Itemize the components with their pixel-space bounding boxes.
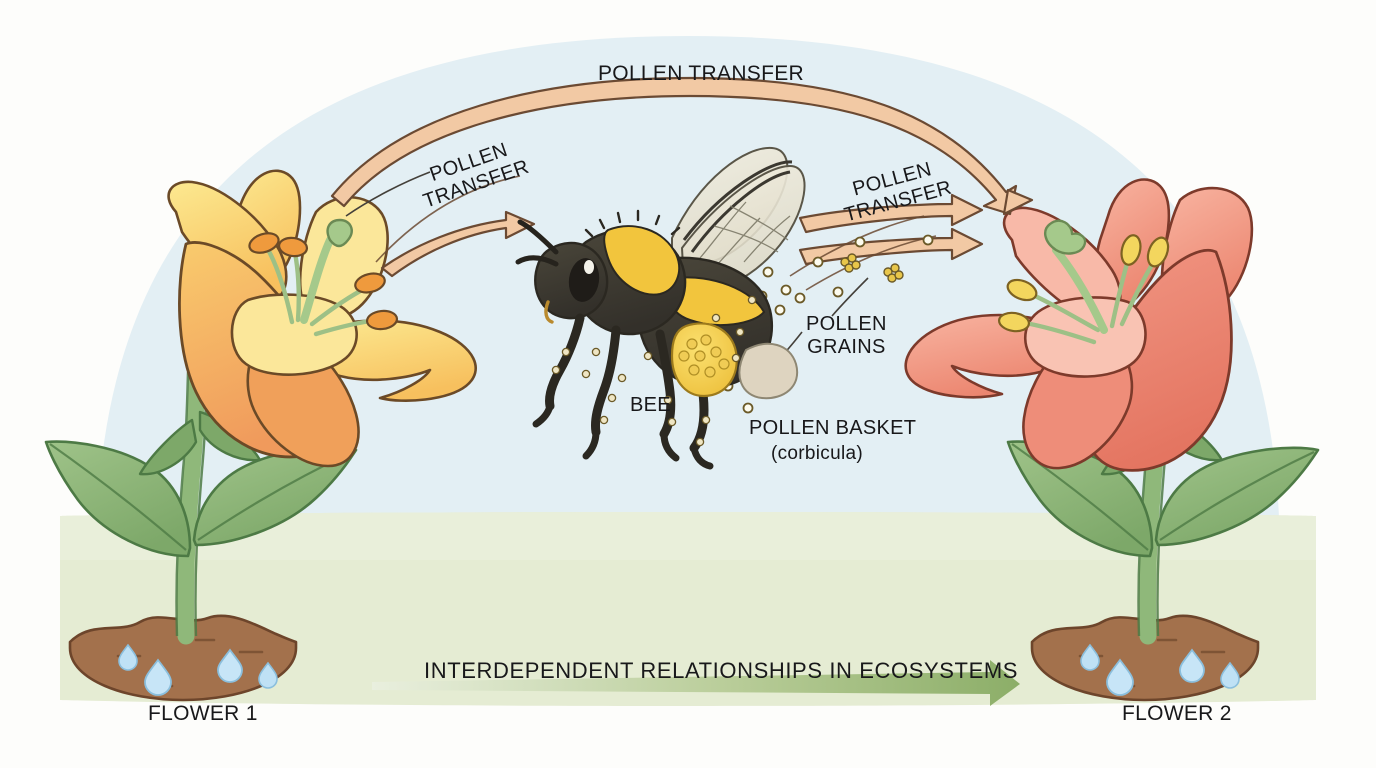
plant-left — [44, 363, 358, 702]
label-bottom-banner: INTERDEPENDENT RELATIONSHIPS IN ECOSYSTE… — [424, 658, 1019, 683]
soil-mound-left — [68, 614, 298, 702]
bee-wings — [671, 146, 806, 292]
label-pollen-basket-sub: (corbicula) — [771, 443, 863, 464]
green-gradient-arrow-icon — [372, 660, 1020, 706]
label-flower-1: FLOWER 1 — [148, 702, 258, 725]
arrow-pollen-transfer-left — [375, 175, 536, 278]
bumblebee-icon — [515, 146, 806, 470]
arrow-pollen-transfer-top — [330, 76, 1034, 216]
soil-mound-right — [1030, 614, 1260, 702]
label-pollen-grains-line1: POLLEN — [806, 313, 887, 335]
flower-right — [904, 178, 1254, 472]
label-pollen-transfer-top: POLLEN TRANSFER — [598, 62, 804, 85]
leaf-icon-right-2 — [1154, 446, 1320, 547]
stamens-right — [997, 219, 1170, 345]
flower-left — [167, 169, 477, 468]
stamens-left — [248, 218, 399, 337]
ground-band — [60, 512, 1316, 706]
label-flower-2: FLOWER 2 — [1122, 702, 1232, 725]
label-bee: BEE — [630, 394, 671, 416]
label-pollen-grains-line2: GRAINS — [807, 336, 886, 358]
pollen-basket-icon — [670, 322, 738, 398]
label-pollen-basket: POLLEN BASKET — [749, 417, 917, 439]
